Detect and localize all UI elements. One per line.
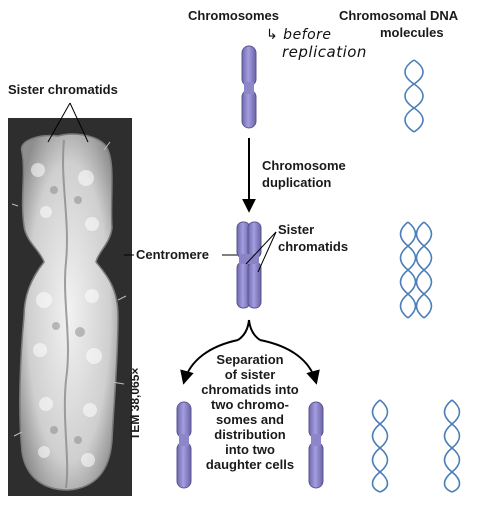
separation-line: two chromo-	[211, 397, 289, 412]
daughter-chromosome-right	[308, 401, 324, 489]
daughter-chromosome-left	[176, 401, 192, 489]
separation-line: of sister	[224, 367, 276, 382]
separation-label: Separation of sister chromatids into two…	[196, 352, 304, 472]
handwritten-note-line2: replication	[282, 43, 367, 61]
duplication-label-line2: duplication	[262, 175, 332, 190]
magnification-label: TEM 38,065×	[128, 367, 142, 440]
chromosomes-header: Chromosomes	[188, 8, 280, 23]
separation-line: distribution	[214, 427, 286, 442]
micrograph-chromosome	[11, 133, 127, 491]
separation-line: chromatids into	[201, 382, 299, 397]
centromere-label: Centromere	[136, 247, 209, 262]
separation-line: daughter cells	[205, 457, 295, 472]
duplicated-chromosome	[236, 221, 262, 309]
dna-replicated-molecule-right	[415, 221, 433, 319]
handwritten-note-line1: ↳ before	[266, 27, 332, 43]
chromosome-before-replication	[241, 45, 257, 129]
dna-header-line1: Chromosomal DNA	[339, 8, 459, 23]
dna-daughter-molecule-right	[443, 399, 461, 493]
micrograph-panel	[8, 102, 132, 496]
separation-line: Separation	[216, 352, 284, 367]
separation-line: somes and	[216, 412, 284, 427]
dna-replicated-molecule-left	[399, 221, 417, 319]
dna-header-line2: molecules	[380, 25, 444, 40]
sister-chromatids-label-line2: chromatids	[278, 239, 349, 254]
dna-single-molecule	[404, 59, 424, 133]
sister-chromatids-title: Sister chromatids	[8, 82, 118, 97]
dna-daughter-molecule-left	[371, 399, 389, 493]
separation-line: into two	[225, 442, 275, 457]
duplication-label-line1: Chromosome	[262, 158, 346, 173]
separation-arrows	[180, 319, 320, 385]
sister-chromatids-label-line1: Sister	[278, 222, 315, 237]
